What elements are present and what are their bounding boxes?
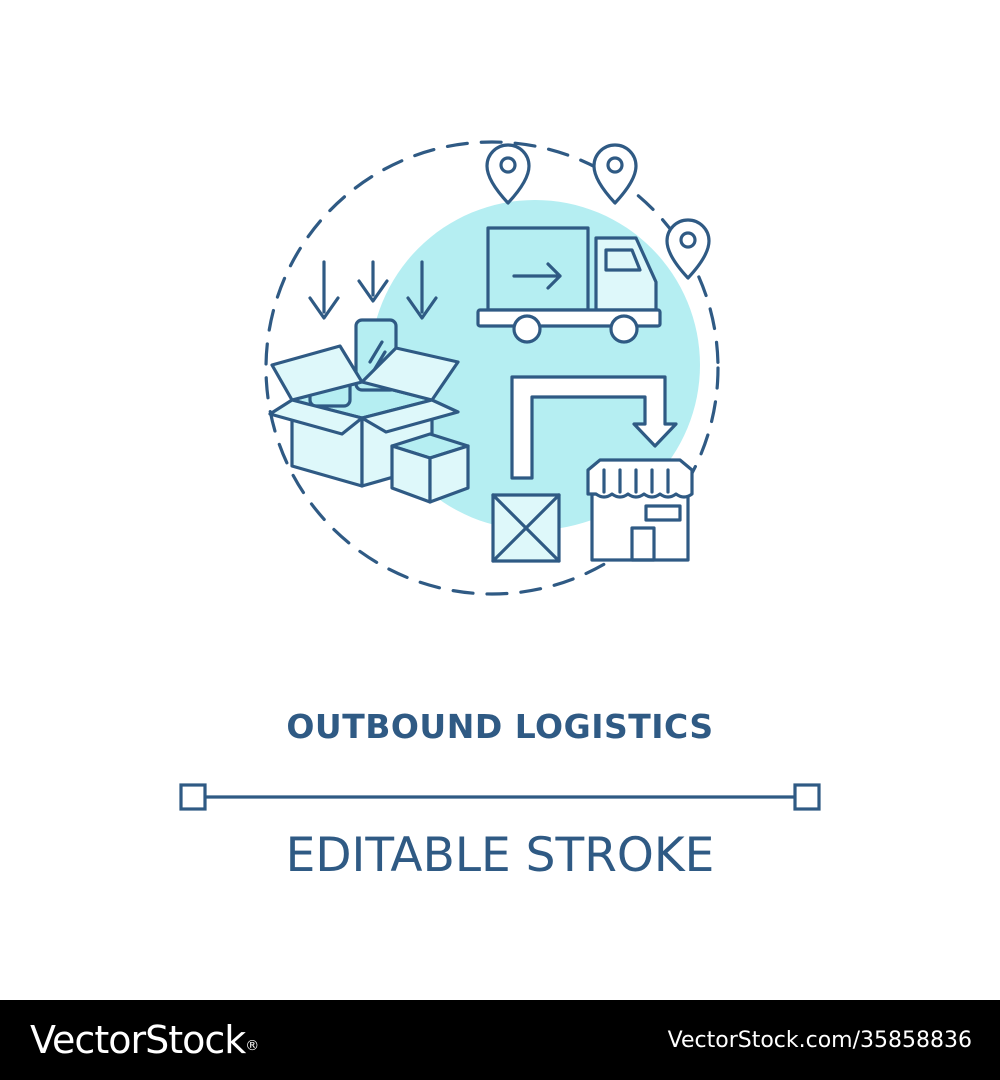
image-id: VectorStock.com/35858836 — [667, 1028, 972, 1053]
location-pin-icon — [592, 143, 638, 205]
down-arrow-icon — [308, 260, 340, 320]
crate-icon — [491, 493, 561, 563]
watermark-footer: VectorStock® VectorStock.com/35858836 — [0, 1000, 1000, 1080]
outbound-logistics-illustration — [264, 140, 720, 596]
divider-handle-right[interactable] — [793, 783, 821, 811]
location-pin-icon — [665, 218, 711, 280]
storefront-icon — [586, 458, 694, 562]
dashed-circle — [264, 140, 720, 596]
delivery-truck-icon — [476, 226, 662, 344]
subtitle: EDITABLE STROKE — [285, 828, 715, 883]
cube-icon — [390, 432, 470, 504]
shipping-box-icon — [268, 318, 460, 488]
divider-handle-left[interactable] — [179, 783, 207, 811]
brand-logo: VectorStock® — [30, 1016, 259, 1064]
registered-mark: ® — [245, 1038, 259, 1054]
brand-name: VectorStock — [30, 1018, 246, 1062]
location-pin-icon — [485, 143, 531, 205]
bent-arrow-icon — [510, 375, 678, 480]
editable-stroke-divider — [179, 783, 821, 811]
down-arrow-icon — [406, 260, 438, 320]
title: OUTBOUND LOGISTICS — [286, 707, 714, 746]
down-arrow-icon — [357, 260, 389, 303]
